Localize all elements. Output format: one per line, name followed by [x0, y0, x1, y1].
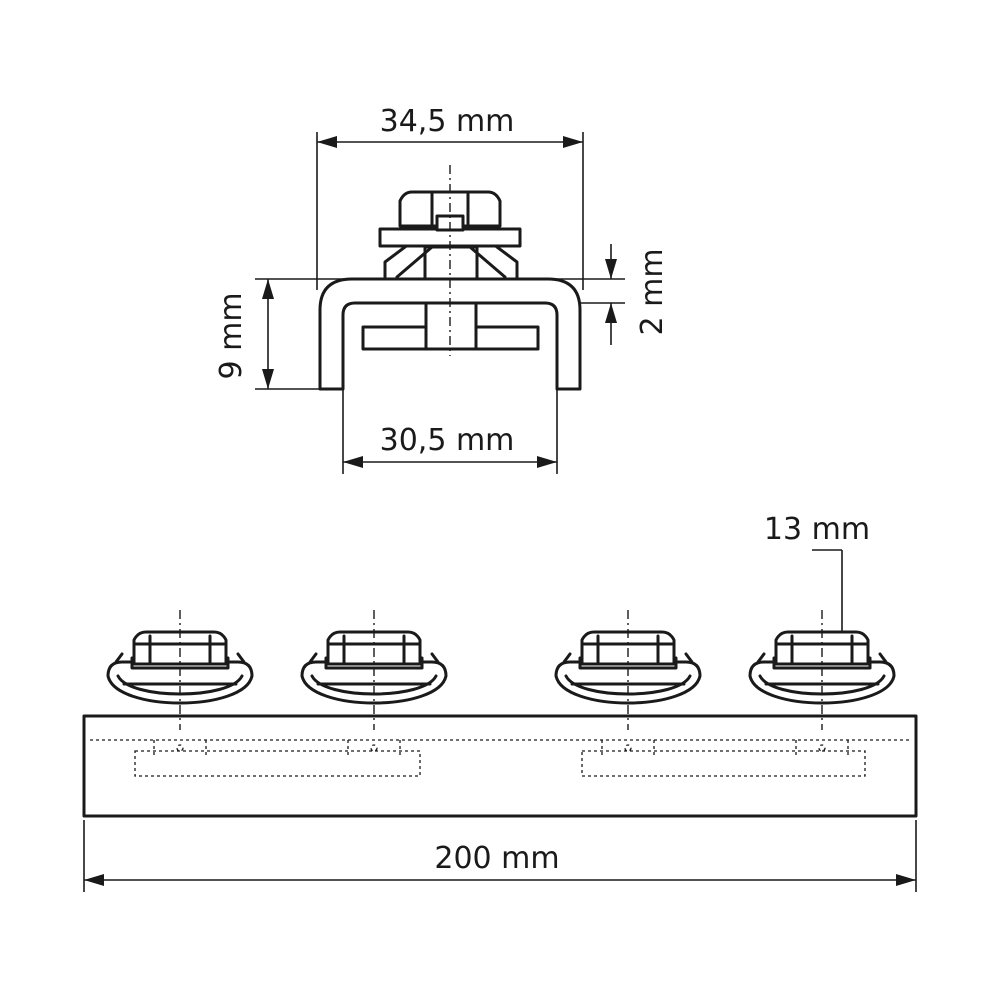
- total-length-label: 200 mm: [434, 841, 559, 876]
- height-label: 9 mm: [214, 292, 249, 379]
- bolt-shank: [424, 301, 478, 351]
- inner-width-label: 30,5 mm: [380, 423, 515, 458]
- outer-width-label: 34,5 mm: [380, 104, 515, 139]
- dim-height: 9 mm: [214, 278, 440, 390]
- bolt-clamp: [748, 610, 896, 758]
- end-view: 34,5 mm 9 mm 2 mm 30,5: [214, 104, 670, 474]
- bolt-clamps: [106, 610, 896, 758]
- dim-total-length: 200 mm: [83, 820, 917, 892]
- bolt-spacing-label: 13 mm: [764, 512, 870, 547]
- hidden-slot-right: [581, 750, 866, 777]
- dim-inner-width: 30,5 mm: [342, 390, 558, 474]
- bolt-clamp: [106, 610, 254, 758]
- dim-outer-width: 34,5 mm: [316, 104, 584, 290]
- dim-thickness: 2 mm: [520, 244, 670, 345]
- bolt-clamp: [554, 610, 702, 758]
- hidden-slot-left: [134, 750, 421, 777]
- bus-bar: [82, 714, 918, 818]
- side-view: 13 mm 200 mm: [82, 512, 918, 892]
- dim-bolt-spacing: 13 mm: [764, 512, 870, 640]
- bolt-clamp: [300, 610, 448, 758]
- thickness-label: 2 mm: [635, 248, 670, 335]
